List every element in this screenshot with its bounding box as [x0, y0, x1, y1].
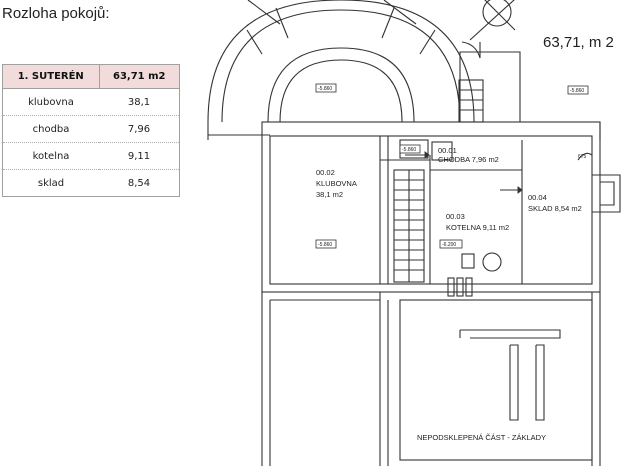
page-heading: Rozloha pokojů:: [2, 5, 110, 22]
table-header-floor: 1. SUTERÉN: [2, 64, 100, 89]
room-id: 00.04: [528, 193, 547, 202]
room-label: KLUBOVNA: [316, 179, 357, 188]
level-tags: -5.860 -5.860 -5.860 -5.860 -6.200 675: [315, 83, 589, 249]
room-labels: 00.02 KLUBOVNA 38,1 m2 00.01 CHODBA 7,96…: [316, 146, 582, 442]
table-row: sklad 8,54: [2, 169, 180, 197]
room-area: 38,1: [99, 88, 180, 116]
basement-note: NEPODSKLEPENÁ ČÁST - ZÁKLADY: [417, 433, 546, 442]
room-area-label: 38,1 m2: [316, 190, 343, 199]
room-area: 9,11: [99, 142, 180, 170]
table-row: chodba 7,96: [2, 115, 180, 143]
level-label: -5.860: [402, 147, 416, 153]
room-name: chodba: [2, 115, 99, 143]
dimension-label: 675: [578, 154, 587, 160]
level-label: -5.860: [318, 86, 332, 92]
plan-total-area: 63,71, m 2: [543, 34, 614, 51]
table-row: kotelna 9,11: [2, 142, 180, 170]
room-id: 00.03: [446, 212, 465, 221]
room-id: 00.01: [438, 146, 457, 155]
level-label: -6.200: [442, 242, 456, 248]
room-name: sklad: [2, 169, 99, 197]
table-header-row: 1. SUTERÉN 63,71 m2: [2, 64, 180, 89]
room-label: SKLAD 8,54 m2: [528, 204, 582, 213]
level-label: -5.860: [318, 242, 332, 248]
room-name: kotelna: [2, 142, 99, 170]
room-area: 8,54: [99, 169, 180, 197]
level-label: -5.860: [570, 88, 584, 94]
room-area-table: 1. SUTERÉN 63,71 m2 klubovna 38,1 chodba…: [2, 64, 180, 197]
room-area: 7,96: [99, 115, 180, 143]
room-name: klubovna: [2, 88, 99, 116]
room-label: CHODBA 7,96 m2: [438, 155, 499, 164]
table-row: klubovna 38,1: [2, 88, 180, 116]
table-header-total: 63,71 m2: [98, 64, 180, 89]
room-label: KOTELNA 9,11 m2: [446, 223, 509, 232]
room-id: 00.02: [316, 168, 335, 177]
direction-arrows: [405, 151, 523, 194]
plan-walls: [207, 0, 621, 466]
